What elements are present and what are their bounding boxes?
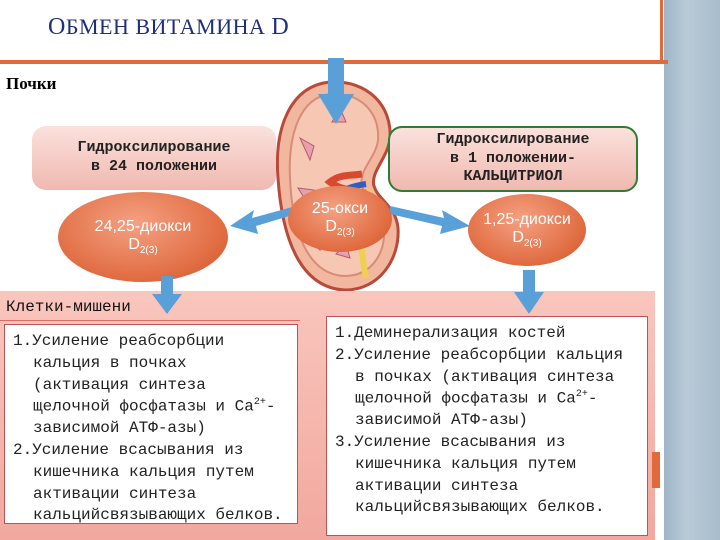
kidneys-label: Почки (6, 74, 57, 93)
arrow-down-left (152, 276, 182, 314)
arrow-to-right-ellipse (390, 206, 470, 234)
list-item: 1.Деминерализация костей (335, 324, 566, 342)
ellipse-25-hydroxy: 25-окси D2(3) (288, 186, 392, 252)
arrow-down-right (514, 270, 544, 314)
target-cells-label: Клетки-мишени (6, 298, 131, 316)
left-effects-list: 1.Усиление реабсорбции кальция в почках … (4, 324, 298, 524)
accent-bar (652, 452, 660, 488)
list-item: 3.Усиление всасывания из кишечника кальц… (335, 433, 605, 517)
list-item: 1.Усиление реабсорбции кальция в почках … (13, 332, 276, 438)
ellipse-24-25-dihydroxy: 24,25-диокси D2(3) (58, 192, 228, 282)
ellipse-1-25-dihydroxy: 1,25-диокси D2(3) (468, 194, 586, 266)
list-item: 2.Усиление реабсорбции кальция в почках … (335, 345, 624, 430)
input-arrow-down (318, 58, 354, 124)
list-item: 2.Усиление всасывания из кишечника кальц… (13, 441, 283, 525)
page-title: ОБМЕН ВИТАМИНА D (48, 14, 290, 40)
target-cells-divider (0, 320, 300, 321)
title-vertical-rule (660, 0, 663, 62)
right-effects-list: 1.Деминерализация костей 2.Усиление реаб… (326, 316, 648, 536)
decorative-side-strip (664, 0, 720, 540)
arrow-to-left-ellipse (230, 206, 296, 234)
